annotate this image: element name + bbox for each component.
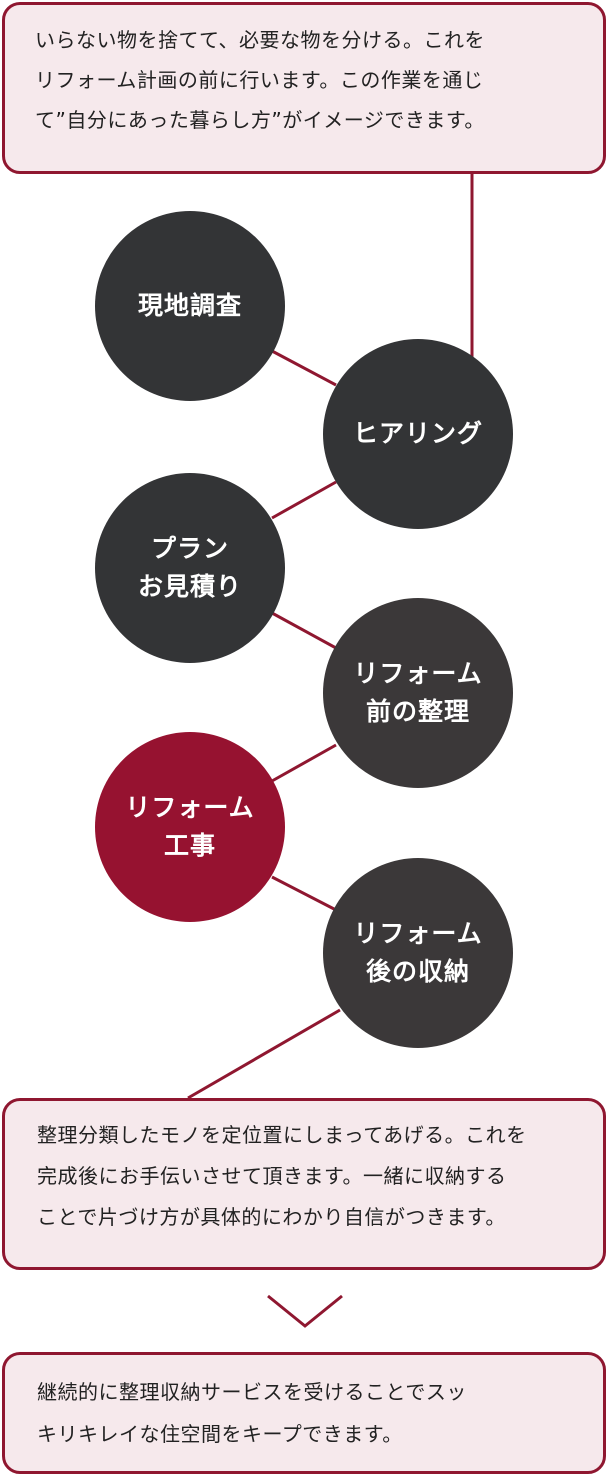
ongoing-note-line: 継続的に整理収納サービスを受けることでスッ	[37, 1380, 467, 1404]
chevron-down-icon	[267, 1294, 343, 1328]
connector-survey-to-hearing	[271, 349, 337, 387]
connector-storage-to-after	[187, 1008, 341, 1100]
step-label: 前の整理	[365, 697, 470, 726]
connector-hearing-to-plan	[271, 480, 337, 520]
after-note-line: 整理分類したモノを定位置にしまってあげる。これを	[37, 1123, 527, 1147]
step-label: 後の収納	[365, 957, 470, 986]
step-label: 工事	[163, 831, 216, 860]
intro-note-text: いらない物を捨てて、必要な物を分ける。これを リフォーム計画の前に行います。この…	[35, 20, 577, 140]
ongoing-note-text: 継続的に整理収納サービスを受けることでスッ キリキレイな住空間をキープできます。	[37, 1371, 579, 1455]
ongoing-note-line: キリキレイな住空間をキープできます。	[37, 1422, 403, 1446]
intro-note-box: いらない物を捨てて、必要な物を分ける。これを リフォーム計画の前に行います。この…	[2, 2, 606, 174]
step-label: お見積り	[137, 572, 242, 601]
step-reform-work: リフォーム 工事	[95, 732, 285, 922]
step-label: 現地調査	[137, 291, 242, 320]
intro-note-line: リフォーム計画の前に行います。この作業を通じ	[35, 68, 484, 92]
ongoing-note-box: 継続的に整理収納サービスを受けることでスッ キリキレイな住空間をキープできます。	[2, 1352, 606, 1474]
connector-plan-to-sort	[271, 611, 337, 650]
after-note-line: ことで片づけ方が具体的にわかり自信がつきます。	[37, 1205, 506, 1229]
step-site-survey: 現地調査	[95, 211, 285, 401]
step-hearing: ヒアリング	[323, 339, 513, 529]
step-label: リフォーム	[125, 793, 255, 822]
after-note-text: 整理分類したモノを定位置にしまってあげる。これを 完成後にお手伝いさせて頂きます…	[37, 1115, 579, 1238]
step-label: リフォーム	[353, 919, 483, 948]
intro-note-line: いらない物を捨てて、必要な物を分ける。これを	[35, 28, 485, 52]
connector-sort-to-work	[271, 743, 337, 783]
step-pre-reform-sorting: リフォーム 前の整理	[323, 598, 513, 788]
after-note-line: 完成後にお手伝いさせて頂きます。一緒に収納する	[37, 1164, 507, 1188]
after-note-box: 整理分類したモノを定位置にしまってあげる。これを 完成後にお手伝いさせて頂きます…	[2, 1098, 606, 1270]
step-label: プラン	[150, 534, 229, 563]
step-plan-estimate: プラン お見積り	[95, 473, 285, 663]
step-label: ヒアリング	[352, 419, 483, 448]
step-post-reform-storage: リフォーム 後の収納	[323, 858, 513, 1048]
step-label: リフォーム	[353, 659, 483, 688]
connector-work-to-storage	[271, 875, 337, 912]
intro-note-line: て”自分にあった暮らし方”がイメージできます。	[35, 108, 485, 132]
